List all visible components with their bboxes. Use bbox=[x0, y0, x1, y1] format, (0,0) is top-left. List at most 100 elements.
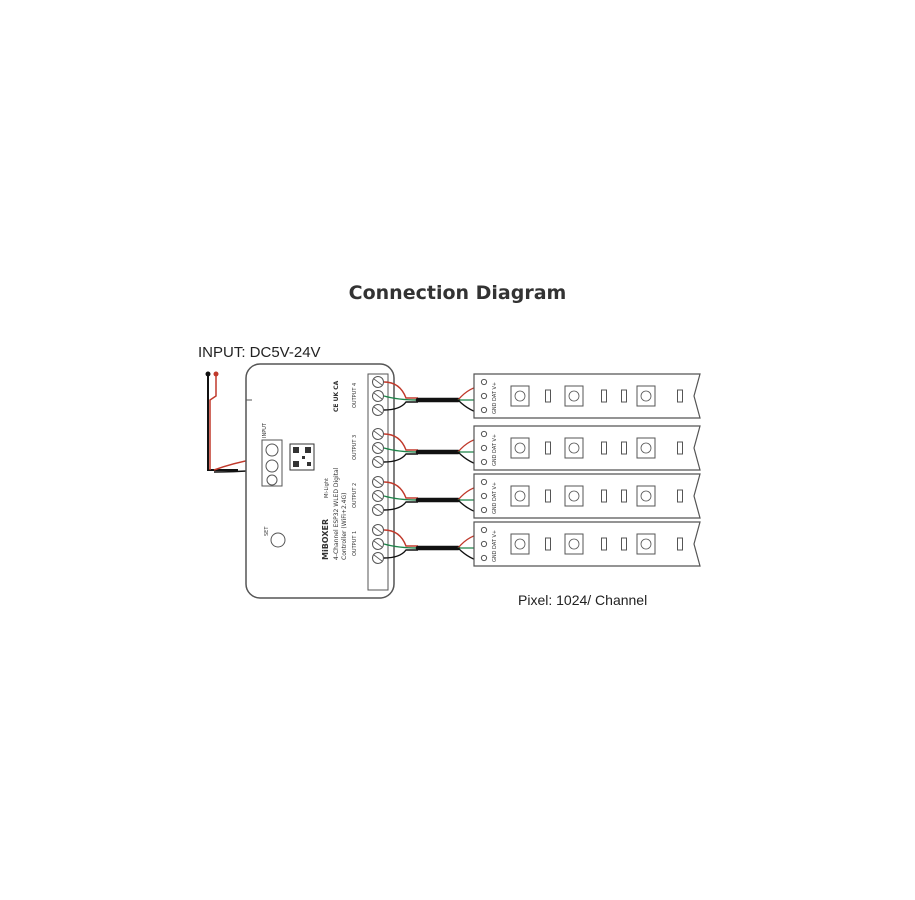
strip-pin-labels: GND DAT V+ bbox=[492, 382, 498, 414]
led-chip bbox=[636, 437, 656, 459]
strip-pin-label: GND DAT V+ bbox=[492, 482, 498, 514]
screw-slot bbox=[373, 392, 383, 400]
led-chip bbox=[510, 437, 530, 459]
strip-pin-label: GND DAT V+ bbox=[492, 382, 498, 414]
wire-red bbox=[383, 481, 418, 499]
led-lens bbox=[640, 442, 652, 454]
led-lens bbox=[568, 390, 580, 402]
strip-pad bbox=[480, 492, 488, 500]
strip-pad bbox=[480, 478, 488, 486]
led-chip bbox=[564, 533, 584, 555]
output-channel-label: OUTPUT 4 bbox=[352, 383, 358, 408]
wire-green bbox=[383, 447, 419, 453]
screw-slot bbox=[373, 444, 383, 452]
certification-marks: CE UK CA bbox=[333, 380, 340, 412]
strip-pad bbox=[480, 554, 488, 562]
screw-slot bbox=[373, 540, 383, 548]
resistor bbox=[601, 389, 607, 403]
wire-black bbox=[383, 453, 418, 463]
led-lens bbox=[514, 538, 526, 550]
wire-red bbox=[383, 529, 418, 547]
led-lens bbox=[514, 442, 526, 454]
strip-pad bbox=[480, 540, 488, 548]
screw-slot bbox=[373, 506, 383, 514]
led-chip bbox=[636, 385, 656, 407]
led-strip bbox=[473, 521, 701, 567]
strip-pad bbox=[480, 430, 488, 438]
led-chip bbox=[636, 485, 656, 507]
resistor bbox=[621, 489, 627, 503]
input-terminal-label: INPUT bbox=[262, 422, 268, 438]
resistor bbox=[677, 441, 683, 455]
output-channel-label: OUTPUT 1 bbox=[352, 531, 358, 556]
wire-green bbox=[383, 495, 419, 501]
wire-green bbox=[383, 395, 419, 401]
resistor bbox=[601, 441, 607, 455]
input-voltage-label: INPUT: DC5V-24V bbox=[198, 344, 321, 361]
output-label-group: OUTPUT 2 bbox=[352, 483, 358, 508]
resistor bbox=[677, 537, 683, 551]
strip-pad bbox=[480, 506, 488, 514]
pixel-per-channel-label: Pixel: 1024/ Channel bbox=[518, 592, 648, 608]
wire-black bbox=[383, 401, 418, 411]
strip-pad bbox=[480, 444, 488, 452]
screw-slot bbox=[373, 378, 383, 386]
resistor bbox=[545, 489, 551, 503]
led-strip bbox=[473, 373, 701, 419]
led-strip bbox=[473, 473, 701, 519]
led-strips: GND DAT V+ GND DAT V+ GND DAT V+ GND DAT V+ bbox=[473, 373, 701, 567]
led-lens bbox=[640, 538, 652, 550]
output-channel-label: OUTPUT 2 bbox=[352, 483, 358, 508]
strip-pin-labels: GND DAT V+ bbox=[492, 482, 498, 514]
screw-slot bbox=[373, 458, 383, 466]
output-label-group: OUTPUT 1 bbox=[352, 531, 358, 556]
resistor bbox=[621, 537, 627, 551]
led-chip bbox=[564, 437, 584, 459]
resistor bbox=[621, 389, 627, 403]
wire-red bbox=[383, 381, 418, 399]
led-strip bbox=[473, 425, 701, 471]
output-label-group: OUTPUT 4 bbox=[352, 383, 358, 408]
led-lens bbox=[514, 390, 526, 402]
set-button-label: SET bbox=[264, 526, 270, 536]
led-lens bbox=[568, 538, 580, 550]
screw-slot bbox=[373, 478, 383, 486]
resistor bbox=[601, 489, 607, 503]
strip-pad bbox=[480, 406, 488, 414]
strip-pad bbox=[480, 458, 488, 466]
resistor bbox=[545, 537, 551, 551]
controller-label-group: MiBOXER 4-Channel ESP32 WLED Digital Con… bbox=[321, 467, 348, 560]
resistor bbox=[621, 441, 627, 455]
led-chip bbox=[510, 385, 530, 407]
strip-pad bbox=[480, 526, 488, 534]
controller-series: Mi-Light bbox=[324, 478, 330, 498]
resistor bbox=[677, 489, 683, 503]
wire-red bbox=[383, 433, 418, 451]
led-chip bbox=[510, 533, 530, 555]
strip-pad bbox=[480, 392, 488, 400]
strip-pad bbox=[480, 378, 488, 386]
wire-black bbox=[383, 549, 418, 559]
controller-box bbox=[245, 363, 395, 599]
strip-pin-labels: GND DAT V+ bbox=[492, 530, 498, 562]
screw-slot bbox=[373, 406, 383, 414]
led-lens bbox=[640, 390, 652, 402]
diagram-title: Connection Diagram bbox=[348, 282, 567, 304]
led-lens bbox=[568, 490, 580, 502]
resistor bbox=[601, 537, 607, 551]
screw-slot bbox=[373, 554, 383, 562]
resistor bbox=[677, 389, 683, 403]
led-lens bbox=[640, 490, 652, 502]
wire-black bbox=[383, 501, 418, 511]
strip-pin-label: GND DAT V+ bbox=[492, 434, 498, 466]
output-channel-label: OUTPUT 3 bbox=[352, 435, 358, 460]
resistor bbox=[545, 441, 551, 455]
led-lens bbox=[568, 442, 580, 454]
controller-name-line1: 4-Channel ESP32 WLED Digital bbox=[333, 467, 340, 560]
strip-pin-labels: GND DAT V+ bbox=[492, 434, 498, 466]
strip-pin-label: GND DAT V+ bbox=[492, 530, 498, 562]
wire-green bbox=[383, 543, 419, 549]
screw-slot bbox=[373, 492, 383, 500]
resistor bbox=[545, 389, 551, 403]
